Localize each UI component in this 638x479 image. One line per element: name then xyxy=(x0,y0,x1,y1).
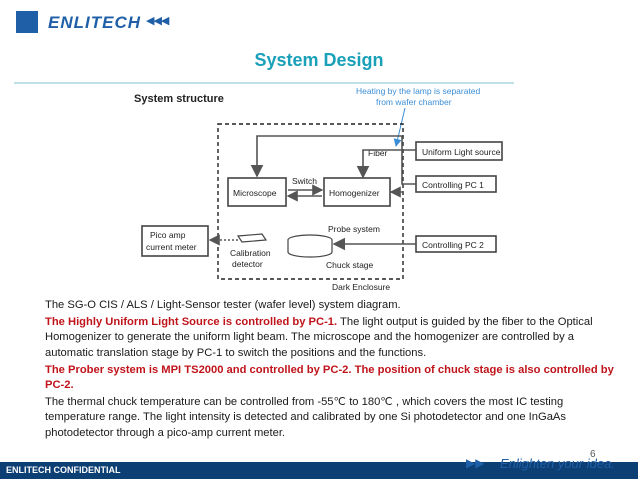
uniform-light-source-box xyxy=(415,141,503,161)
fiber-line xyxy=(356,149,416,179)
diagram-heading: System structure xyxy=(134,93,224,105)
switch-label: Switch xyxy=(292,176,317,186)
paragraph-3: The Prober system is MPI TS2000 and cont… xyxy=(45,363,614,392)
footer-arrows-icon: ▶▶ xyxy=(466,456,485,470)
paragraph-2-highlight: The Highly Uniform Light Source is contr… xyxy=(45,316,338,329)
note-line-1: Heating by the lamp is separated xyxy=(356,86,481,96)
pc1-control-line xyxy=(250,135,416,185)
logo-icon xyxy=(16,11,38,33)
paragraph-2-text: The light output is guided by the fiber … xyxy=(45,316,593,359)
pico-amp-label-2: current meter xyxy=(146,242,197,252)
fiber-label: Fiber xyxy=(368,148,388,158)
page-number: 6 xyxy=(590,449,596,460)
microscope-label: Microscope xyxy=(233,188,277,198)
paragraph-2: The Highly Uniform Light Source is contr… xyxy=(45,315,615,361)
dark-enclosure-label: Dark Enclosure xyxy=(332,282,390,292)
header: ENLITECH ◀◀◀ xyxy=(0,0,638,46)
note-arrow xyxy=(393,107,406,147)
title-divider xyxy=(14,82,514,84)
note-line-2: from wafer chamber xyxy=(376,97,452,107)
probe-system-label: Probe system xyxy=(328,224,380,234)
homogenizer-label: Homogenizer xyxy=(329,188,380,198)
logo-text: ENLITECH xyxy=(48,13,141,32)
paragraph-4: The thermal chuck temperature can be con… xyxy=(45,396,566,439)
system-structure-diagram: System structure Heating by the lamp is … xyxy=(134,86,503,292)
homogenizer-box xyxy=(323,177,391,207)
paragraph-1: The SG-O CIS / ALS / Light-Sensor tester… xyxy=(45,299,401,311)
controlling-pc1-label: Controlling PC 1 xyxy=(422,180,484,190)
pico-amp-box xyxy=(141,225,209,257)
microscope-box xyxy=(227,177,287,207)
dark-enclosure-box xyxy=(217,123,404,280)
footer-bar xyxy=(0,462,638,479)
chuck-stage-body xyxy=(287,240,333,258)
calibration-label-2: detector xyxy=(232,259,263,269)
pico-amp-label-1: Pico amp xyxy=(150,230,186,240)
chuck-stage-label: Chuck stage xyxy=(326,260,374,270)
body-text: The SG-O CIS / ALS / Light-Sensor tester… xyxy=(45,298,615,443)
footer-confidential: ENLITECH CONFIDENTIAL xyxy=(6,465,121,475)
slide-title: System Design xyxy=(254,50,384,70)
controlling-pc2-label: Controlling PC 2 xyxy=(422,240,484,250)
footer-tagline: Enlighten your idea. xyxy=(500,456,615,471)
calibration-label-1: Calibration xyxy=(230,248,271,258)
logo-arrows-icon: ◀◀◀ xyxy=(146,15,169,27)
uniform-light-source-label: Uniform Light source xyxy=(422,147,501,157)
calibration-detector-icon xyxy=(236,233,268,243)
